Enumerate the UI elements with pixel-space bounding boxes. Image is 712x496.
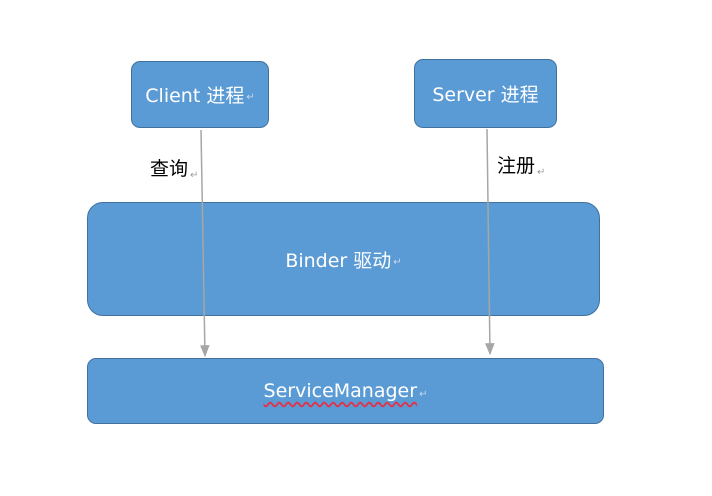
register-edge-label: 注册↵: [497, 151, 545, 178]
service-manager-label: ServiceManager: [263, 380, 418, 402]
binder-driver-box: Binder 驱动↵: [87, 202, 600, 316]
query-edge-label: 查询↵: [150, 154, 198, 181]
paragraph-mark-icon: ↵: [537, 167, 546, 178]
register-label-text: 注册: [497, 155, 536, 177]
binder-driver-label: Binder 驱动: [285, 249, 392, 272]
query-label-text: 查询: [150, 158, 189, 180]
paragraph-mark-icon: ↵: [419, 388, 428, 400]
paragraph-mark-icon: ↵: [190, 170, 199, 181]
paragraph-mark-icon: ↵: [393, 256, 402, 268]
client-process-label: Client 进程: [145, 85, 245, 107]
paragraph-mark-icon: ↵: [246, 92, 255, 103]
client-process-box: Client 进程↵: [131, 61, 269, 128]
server-process-label: Server 进程: [432, 84, 539, 106]
server-process-box: Server 进程: [414, 59, 557, 128]
service-manager-box: ServiceManager↵: [87, 358, 604, 424]
